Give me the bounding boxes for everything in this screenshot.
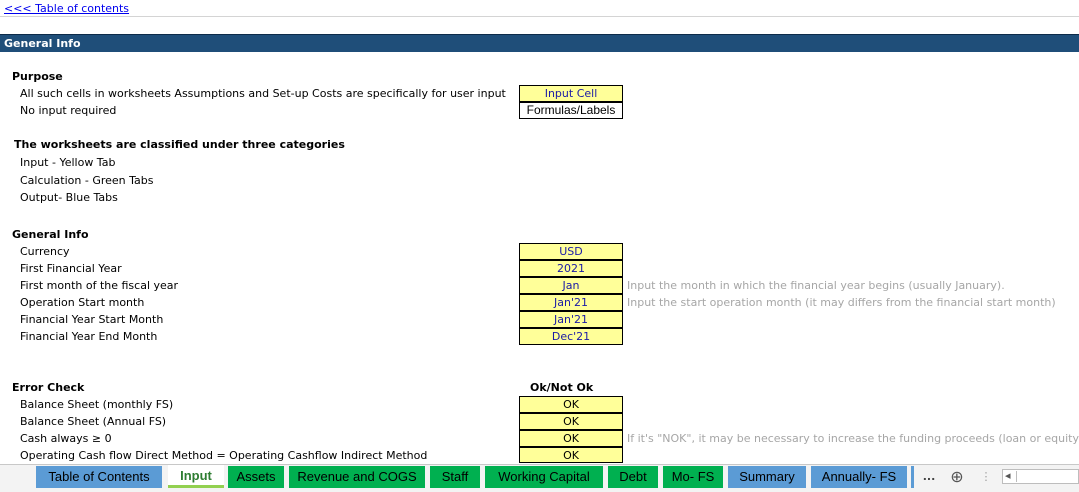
purpose-heading: Purpose (12, 70, 63, 83)
scroll-left-icon[interactable]: ◂ (1005, 469, 1011, 482)
formula-cell-legend[interactable]: Formulas/Labels (519, 102, 623, 119)
general-info-heading: General Info (12, 228, 89, 241)
add-sheet-icon[interactable]: ⊕ (950, 467, 964, 486)
check-cashflow-status[interactable]: OK (519, 447, 623, 463)
fy-end-month-input[interactable]: Dec'21 (519, 328, 623, 345)
tab-summary[interactable]: Summary (728, 466, 806, 488)
check-balance-monthly-label: Balance Sheet (monthly FS) (20, 398, 174, 411)
tab-table-of-contents[interactable]: Table of Contents (36, 466, 162, 488)
input-cell-legend[interactable]: Input Cell (519, 85, 623, 102)
table-of-contents-link[interactable]: <<< Table of contents (4, 2, 130, 15)
fiscal-first-month-note: Input the month in which the financial y… (627, 279, 1005, 292)
category-item: Input - Yellow Tab (20, 156, 116, 169)
check-cash-status[interactable]: OK (519, 430, 623, 447)
tab-mo-fs[interactable]: Mo- FS (663, 466, 723, 488)
categories-heading: The worksheets are classified under thre… (14, 138, 345, 151)
check-balance-annual-label: Balance Sheet (Annual FS) (20, 415, 167, 428)
tab-revenue-cogs[interactable]: Revenue and COGS (289, 466, 425, 488)
currency-label: Currency (20, 245, 70, 258)
tab-assets[interactable]: Assets (228, 466, 284, 488)
tab-input[interactable]: Input (168, 465, 224, 488)
purpose-row-1-label: All such cells in worksheets Assumptions… (20, 87, 506, 100)
fy-start-month-label: Financial Year Start Month (20, 313, 164, 326)
category-item: Output- Blue Tabs (20, 191, 118, 204)
purpose-row-2-label: No input required (20, 104, 117, 117)
horizontal-scrollbar[interactable]: ◂ (1002, 469, 1079, 484)
section-header-bar: General Info (0, 34, 1079, 52)
more-tabs-button[interactable]: ... (922, 470, 936, 483)
check-cash-note: If it's "NOK", it may be necessary to in… (627, 432, 1079, 445)
currency-input[interactable]: USD (519, 243, 623, 260)
tab-options-icon[interactable]: ⋮ (980, 470, 992, 483)
section-header-title: General Info (4, 37, 81, 50)
scroll-divider (1016, 471, 1017, 482)
tab-divider (911, 466, 914, 488)
first-financial-year-label: First Financial Year (20, 262, 122, 275)
check-balance-monthly-status[interactable]: OK (519, 396, 623, 413)
tab-annually-fs[interactable]: Annually- FS (811, 466, 907, 488)
tab-staff[interactable]: Staff (430, 466, 480, 488)
fiscal-first-month-label: First month of the fiscal year (20, 279, 179, 292)
tab-working-capital[interactable]: Working Capital (485, 466, 603, 488)
check-cashflow-label: Operating Cash flow Direct Method = Oper… (20, 449, 428, 462)
ok-column-header: Ok/Not Ok (530, 381, 594, 394)
operation-start-month-input[interactable]: Jan'21 (519, 294, 623, 311)
fy-start-month-input[interactable]: Jan'21 (519, 311, 623, 328)
divider (0, 16, 1079, 17)
operation-start-month-label: Operation Start month (20, 296, 145, 309)
operation-start-month-note: Input the start operation month (it may … (627, 296, 1056, 309)
check-balance-annual-status[interactable]: OK (519, 413, 623, 430)
category-item: Calculation - Green Tabs (20, 174, 154, 187)
error-check-heading: Error Check (12, 381, 85, 394)
check-cash-label: Cash always ≥ 0 (20, 432, 112, 445)
fy-end-month-label: Financial Year End Month (20, 330, 158, 343)
tab-debt[interactable]: Debt (608, 466, 658, 488)
fiscal-first-month-input[interactable]: Jan (519, 277, 623, 294)
first-financial-year-input[interactable]: 2021 (519, 260, 623, 277)
